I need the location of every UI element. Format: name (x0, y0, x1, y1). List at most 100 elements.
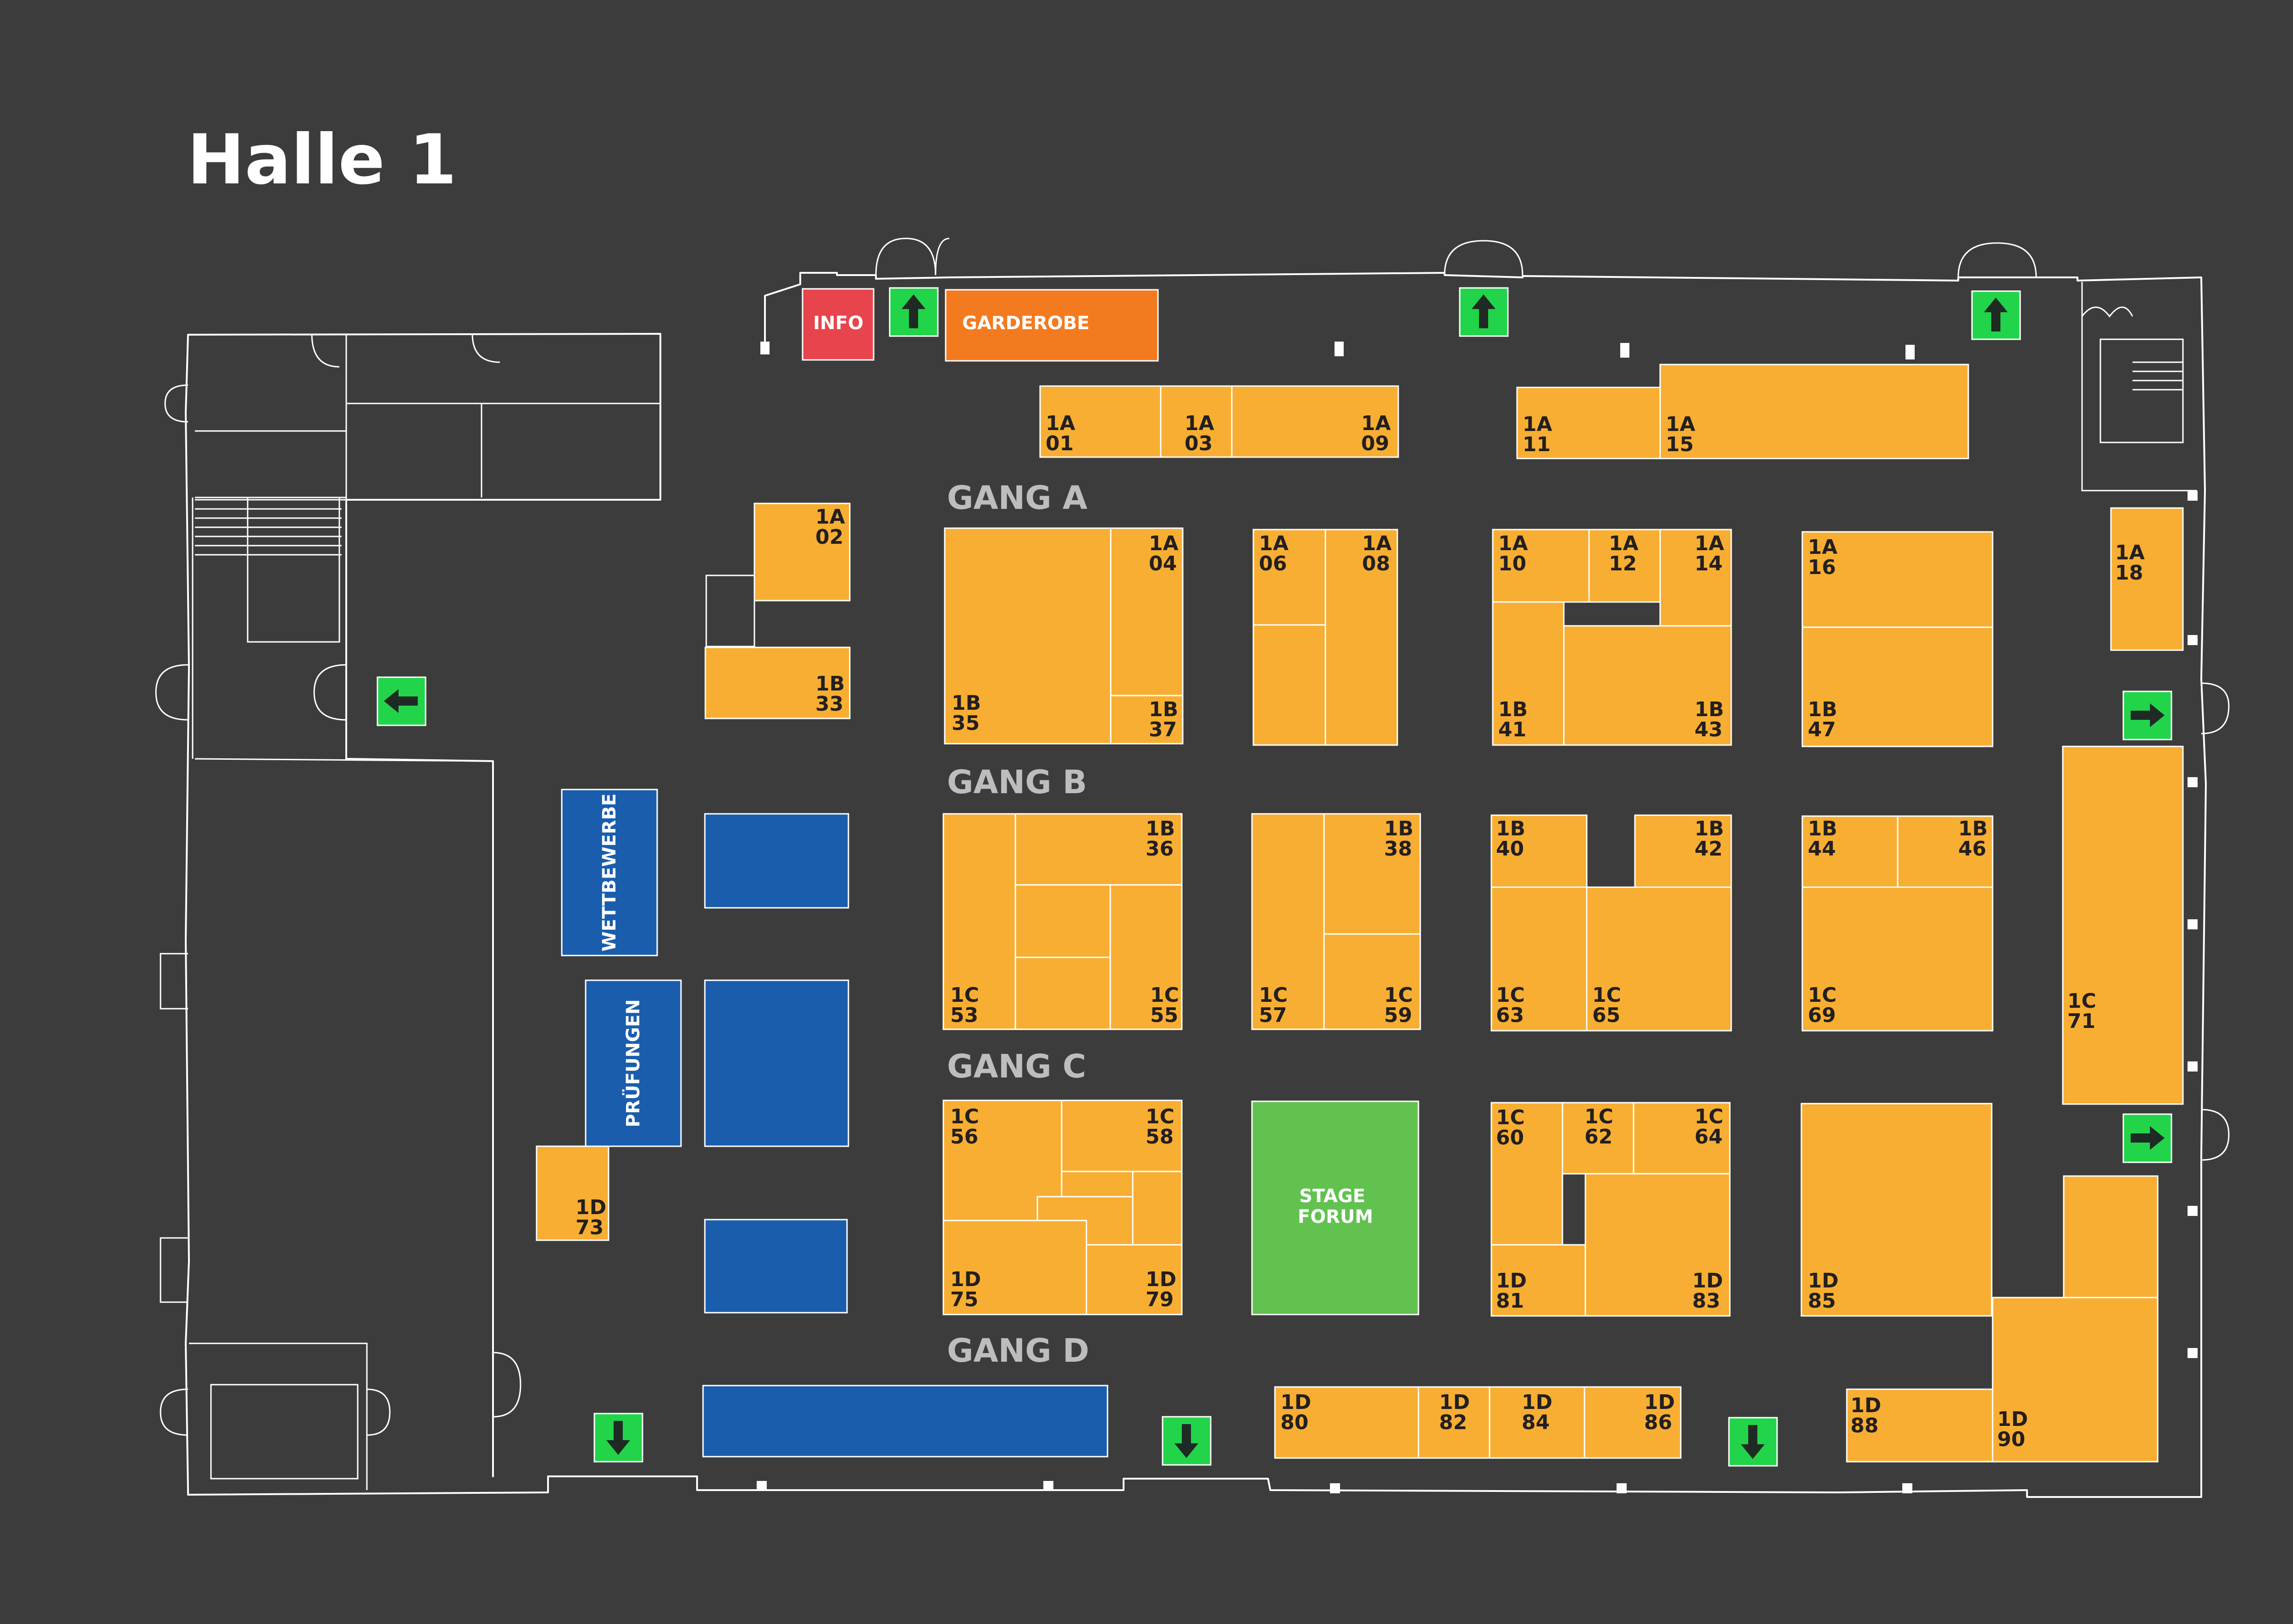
booth-label: 75 (950, 1288, 978, 1311)
exit-arrow-icon (2122, 1113, 2172, 1163)
stage-forum[interactable]: STAGE FORUM (1251, 1100, 1419, 1315)
booth-unlabeled[interactable] (1252, 624, 1326, 746)
booth-label: 1C (950, 983, 979, 1007)
exit-signs (377, 287, 2172, 1467)
booth-label: 1B (1498, 698, 1528, 721)
booth-label: 1A (2115, 541, 2145, 564)
booth-label: 40 (1496, 837, 1524, 861)
aisle-label-c: GANG C (947, 1048, 1086, 1085)
garderobe[interactable]: GARDEROBE (945, 289, 1159, 362)
blue-area (704, 979, 849, 1147)
booth-label: 1A (1149, 532, 1179, 555)
booth-label: 1A (1523, 413, 1552, 436)
booth-label: 01 (1046, 432, 1074, 455)
pruefungen-label: PRÜFUNGEN (622, 999, 644, 1127)
booth-label: 18 (2115, 561, 2143, 585)
doors (155, 238, 2230, 1436)
exit-arrow-icon (377, 676, 426, 726)
booth-unlabeled[interactable] (1014, 956, 1111, 1030)
booth-label: 1D (576, 1196, 606, 1219)
booth-label: 1D (1644, 1391, 1675, 1414)
booth-label: 1C (1146, 1105, 1174, 1128)
wettbewerbe-area[interactable]: WETTBEWERBE (561, 789, 658, 956)
booth-label: 1B (1808, 817, 1837, 840)
booth-label: 41 (1498, 718, 1526, 741)
booth-label: 59 (1384, 1004, 1412, 1027)
booth-label: 1D (1850, 1394, 1881, 1417)
booth-label: 1D (1496, 1269, 1527, 1293)
garderobe-label: GARDEROBE (962, 313, 1090, 334)
pruefungen-area[interactable]: PRÜFUNGEN (585, 979, 682, 1147)
info-desk[interactable]: INFO (802, 288, 875, 361)
booth-label: 47 (1808, 718, 1836, 741)
booth-label: 1B (1808, 698, 1837, 721)
booth-label: 15 (1666, 433, 1694, 456)
booth-label: 1A (1259, 532, 1289, 555)
booth-label: 65 (1592, 1004, 1620, 1027)
booth-label: 1D (1808, 1269, 1839, 1293)
booth-unlabeled[interactable] (1014, 884, 1111, 958)
booth-label: 44 (1808, 837, 1836, 861)
booth-label: 11 (1523, 433, 1551, 456)
booth-label: 16 (1808, 556, 1836, 579)
stage-label-line1: STAGE (1299, 1186, 1365, 1207)
booth-unlabeled[interactable] (1132, 1171, 1183, 1246)
booth-label: 09 (1361, 432, 1389, 455)
booth-label: 42 (1695, 837, 1723, 861)
booth-label: 1B (815, 672, 845, 696)
booth-label: 1C (2067, 989, 2096, 1013)
booth-label: 73 (576, 1216, 604, 1239)
booth-label: 1D (1692, 1269, 1723, 1293)
